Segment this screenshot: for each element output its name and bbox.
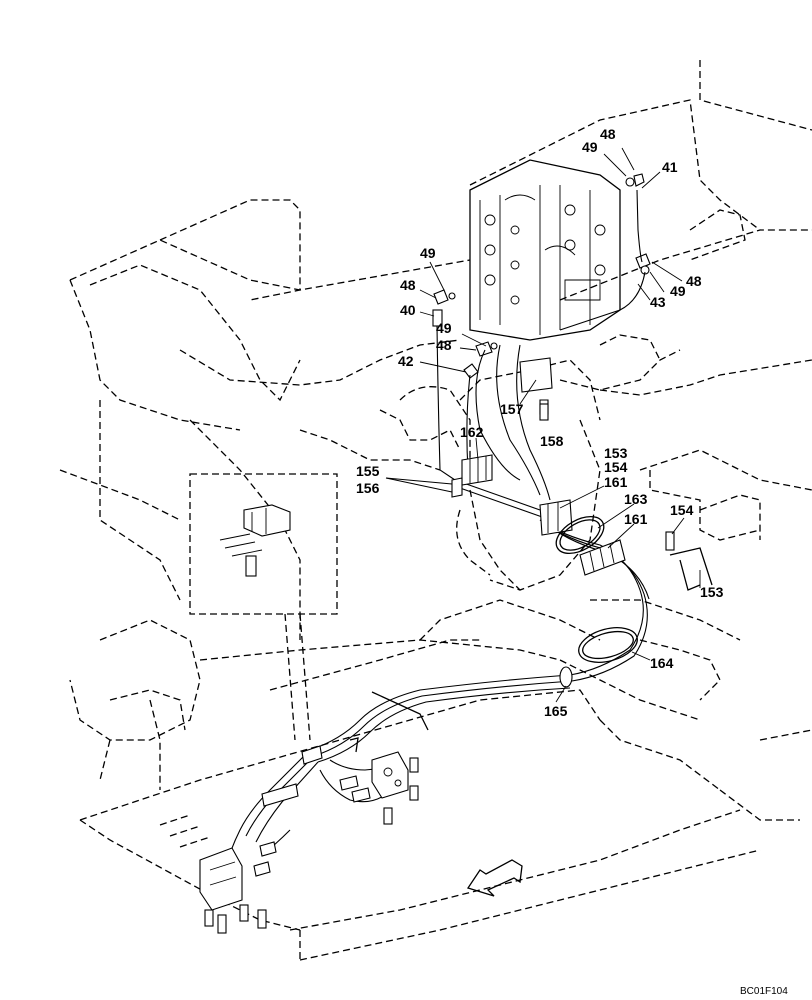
callout-161: 161 <box>624 511 648 527</box>
callout-164: 164 <box>650 655 674 671</box>
travel-pilot-valve <box>199 841 277 934</box>
callout-48: 48 <box>686 273 702 289</box>
hose-band-165 <box>559 666 573 688</box>
callout-49: 49 <box>670 283 686 299</box>
callout-165: 165 <box>544 703 568 719</box>
callout-48: 48 <box>436 337 452 353</box>
clamp-bracket-161-upper <box>539 499 573 536</box>
callout-154: 154 <box>670 502 694 518</box>
hose-loop-163 <box>555 515 605 555</box>
clamp-bracket-161-lower <box>579 539 626 576</box>
callout-157: 157 <box>500 401 524 417</box>
pilot-valve-manifold <box>339 751 419 825</box>
callout-163: 163 <box>624 491 648 507</box>
callout-43: 43 <box>650 294 666 310</box>
callout-153: 153 <box>700 584 724 600</box>
callout-162: 162 <box>460 424 484 440</box>
callout-49: 49 <box>420 245 436 261</box>
fitting-49-48-left <box>433 289 456 305</box>
callout-48: 48 <box>400 277 416 293</box>
callout-155: 155 <box>356 463 380 479</box>
callout-154: 154 <box>604 459 628 475</box>
fitting-49-48-top <box>625 173 645 187</box>
callout-48: 48 <box>600 126 616 142</box>
callout-49: 49 <box>436 320 452 336</box>
fitting-48-49-right <box>635 253 651 275</box>
callout-158: 158 <box>540 433 564 449</box>
machine-frame-outline <box>59 60 812 961</box>
callout-49: 49 <box>582 139 598 155</box>
front-direction-arrow <box>466 859 523 897</box>
callout-156: 156 <box>356 480 380 496</box>
callout-labels: 48 49 41 49 48 48 49 43 40 49 48 42 157 … <box>356 126 788 997</box>
figure-code: BC01F104 <box>740 986 788 997</box>
bolt-154 <box>665 531 675 551</box>
fitting-49-48-middle <box>475 341 498 357</box>
callout-42: 42 <box>398 353 414 369</box>
hose-loop-164 <box>578 627 638 663</box>
callout-41: 41 <box>662 159 678 175</box>
floor-slots <box>159 814 211 848</box>
callout-153: 153 <box>604 445 628 461</box>
hose-clamps-lower <box>261 691 429 807</box>
bracket-153 <box>669 547 713 591</box>
clamp-bracket-162 <box>451 454 493 498</box>
inset-detail-box <box>189 473 338 741</box>
bolt-158 <box>539 403 549 421</box>
callout-161: 161 <box>604 474 628 490</box>
fitting-42 <box>463 363 479 379</box>
leader-lines <box>385 147 701 703</box>
control-valve-block <box>469 159 621 341</box>
callout-40: 40 <box>400 302 416 318</box>
